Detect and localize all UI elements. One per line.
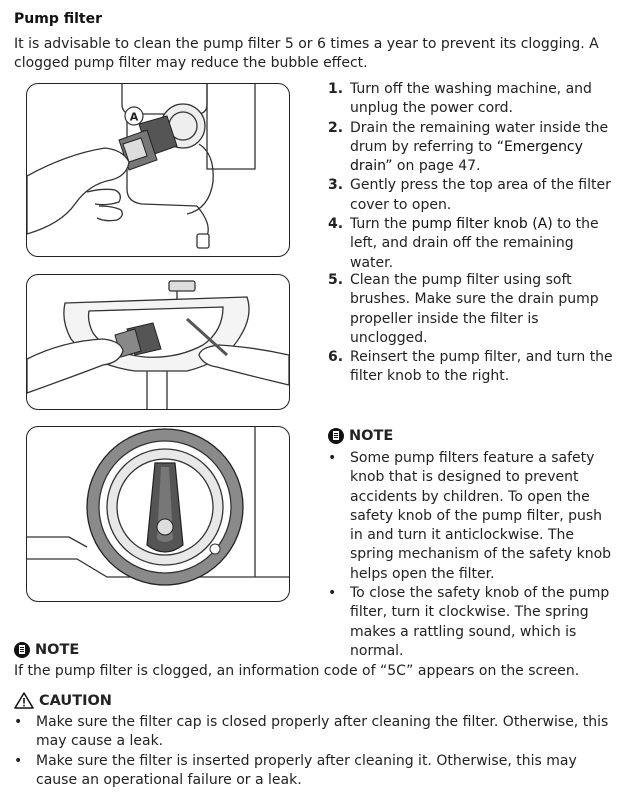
step-item: 5. Clean the pump filter using soft brus… <box>328 271 618 348</box>
step-item: 4. Turn the pump filter knob (A) to the … <box>328 215 618 273</box>
step-text: Turn the pump filter knob (A) to the lef… <box>350 216 599 271</box>
warning-triangle-icon <box>14 692 34 709</box>
caution-bullet: •Make sure the filter is inserted proper… <box>14 752 619 791</box>
note-bullet: •Some pump filters feature a safety knob… <box>328 449 618 584</box>
note-heading: NOTE <box>328 428 618 444</box>
steps-group-1: 1. Turn off the washing machine, and unp… <box>328 80 618 273</box>
caution-bullet-text: Make sure the filter is inserted properl… <box>36 752 577 788</box>
step-text: Turn off the washing machine, and unplug… <box>350 81 592 117</box>
steps-group-2: 5. Clean the pump filter using soft brus… <box>328 271 618 387</box>
step-number: 2. <box>328 119 344 136</box>
caution-bullet-text: Make sure the filter cap is closed prope… <box>36 714 609 750</box>
step-item: 2. Drain the remaining water inside the … <box>328 119 618 177</box>
note-icon <box>14 642 30 658</box>
illustration-filter-knob <box>27 427 289 586</box>
illustration-sink-brush <box>27 280 289 409</box>
intro-paragraph: It is advisable to clean the pump filter… <box>14 36 599 71</box>
figure-clean-filter <box>26 274 290 410</box>
note-heading: NOTE <box>14 642 619 658</box>
bottom-note-text: If the pump filter is clogged, an inform… <box>14 663 580 679</box>
step-number: 6. <box>328 349 344 366</box>
pump-filter-knob-term: pump filter knob (A) <box>411 216 553 233</box>
step-item: 1. Turn off the washing machine, and unp… <box>328 80 618 119</box>
step-item: 6. Reinsert the pump filter, and turn th… <box>328 348 618 387</box>
note-bullet-text: To close the safety knob of the pump fil… <box>350 585 610 659</box>
step-number: 4. <box>328 216 344 233</box>
info-code: 5C <box>387 663 407 679</box>
caution-block: CAUTION •Make sure the filter cap is clo… <box>14 692 619 790</box>
step-number: 5. <box>328 272 344 288</box>
step-text: Reinsert the pump filter, and turn the f… <box>350 349 613 385</box>
figure-open-filter-cover: A <box>26 83 290 257</box>
step-number: 3. <box>328 177 344 194</box>
callout-a-badge <box>124 106 144 126</box>
note-bullet: •To close the safety knob of the pump fi… <box>328 584 618 661</box>
caution-heading: CAUTION <box>14 692 619 709</box>
note-icon <box>328 428 344 444</box>
emergency-drain-reference: “Emergency drain” <box>350 138 583 175</box>
caution-bullet: •Make sure the filter cap is closed prop… <box>14 713 619 752</box>
callout-a-label: A <box>130 111 139 124</box>
step-text: Drain the remaining water inside the dru… <box>350 119 609 175</box>
step-text: Gently press the top area of the filter … <box>350 177 611 213</box>
step-text: Clean the pump filter using soft brushes… <box>350 272 599 346</box>
note-heading-label: NOTE <box>349 428 394 444</box>
step-number: 1. <box>328 81 344 97</box>
step-item: 3. Gently press the top area of the filt… <box>328 176 618 215</box>
page-reference: 47 <box>458 158 477 175</box>
caution-heading-label: CAUTION <box>39 692 112 709</box>
note-heading-label: NOTE <box>35 642 80 658</box>
section-title: Pump filter <box>14 11 102 27</box>
bottom-note: NOTE If the pump filter is clogged, an i… <box>14 642 619 681</box>
note-bullet-text: Some pump filters feature a safety knob … <box>350 450 612 582</box>
figure-safety-knob <box>26 426 290 602</box>
side-note: NOTE •Some pump filters feature a safety… <box>328 428 618 661</box>
illustration-remove-filter: A <box>27 84 256 249</box>
